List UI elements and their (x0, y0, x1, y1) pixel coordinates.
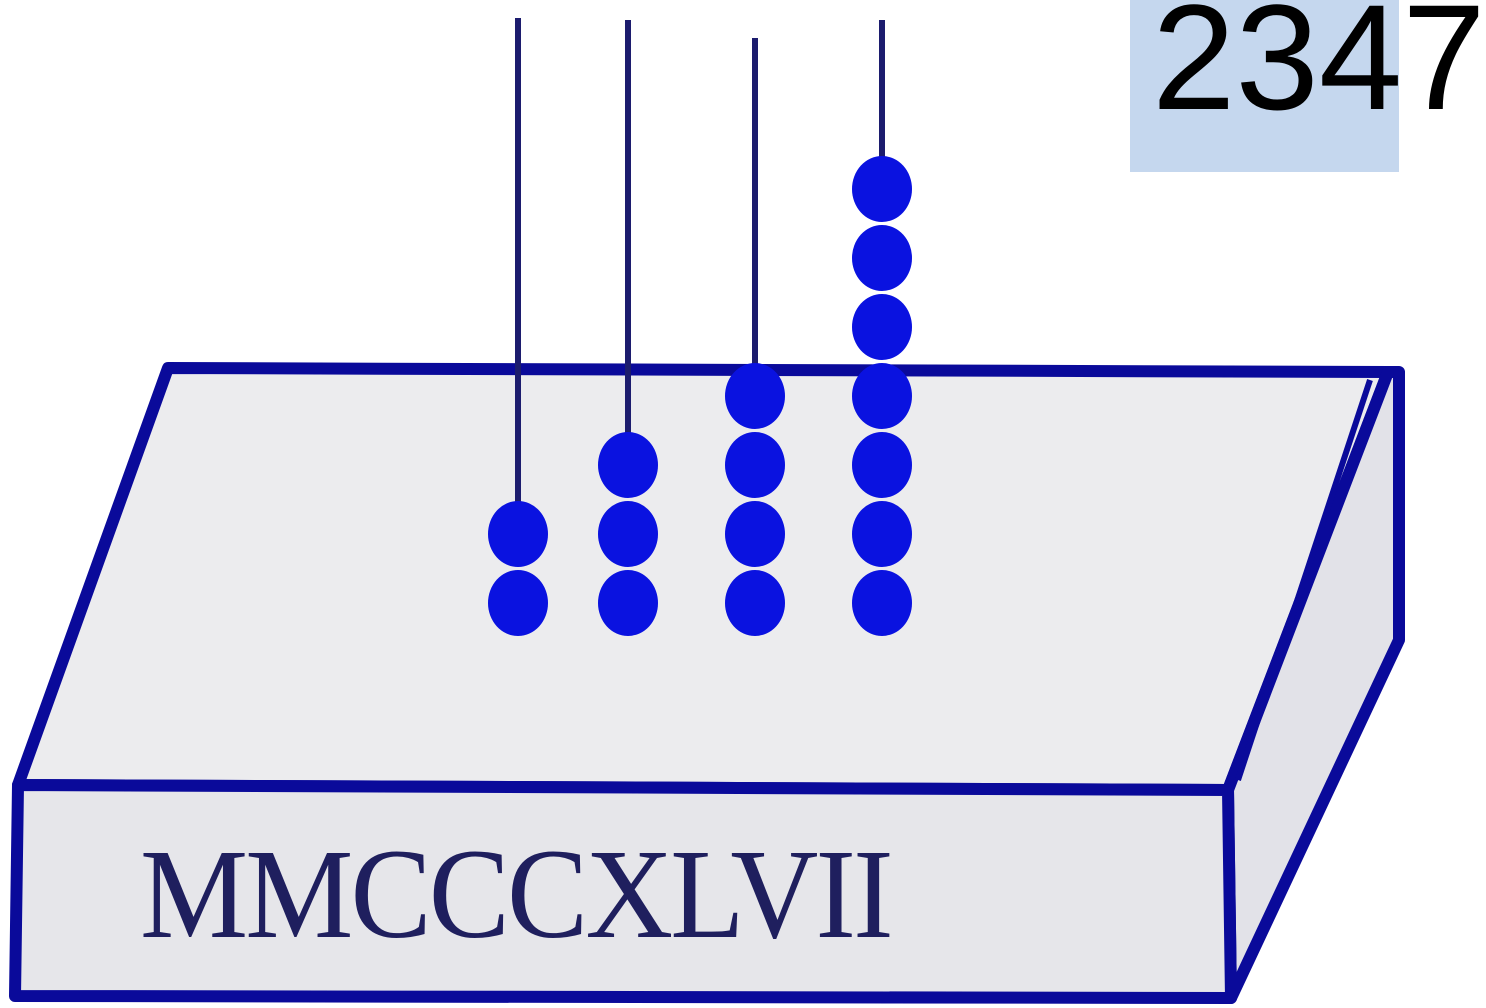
abacus-rods (488, 18, 912, 636)
bead-tens (725, 432, 785, 498)
bead-tens (725, 501, 785, 567)
number-value: 2347 (1152, 0, 1486, 141)
abacus-diagram (9, 18, 1405, 1004)
base-front-face (9, 779, 1237, 1004)
bead-hundreds (598, 501, 658, 567)
bead-tens (725, 570, 785, 636)
bead-tens (725, 363, 785, 429)
bead-thousands (488, 501, 548, 567)
bead-ones (852, 225, 912, 291)
bead-ones (852, 432, 912, 498)
bead-thousands (488, 570, 548, 636)
base-top-face (12, 362, 1394, 796)
roman-numeral-label: MMCCCXLVII (140, 823, 894, 965)
number-badge: 2347 (1130, 0, 1486, 172)
bead-ones (852, 570, 912, 636)
bead-ones (852, 363, 912, 429)
bead-ones (852, 501, 912, 567)
bead-hundreds (598, 432, 658, 498)
bead-hundreds (598, 570, 658, 636)
bead-ones (852, 294, 912, 360)
base-inner-edge (1235, 379, 1373, 781)
abacus-figure: MMCCCXLVII 2347 (9, 0, 1486, 1004)
bead-ones (852, 156, 912, 222)
